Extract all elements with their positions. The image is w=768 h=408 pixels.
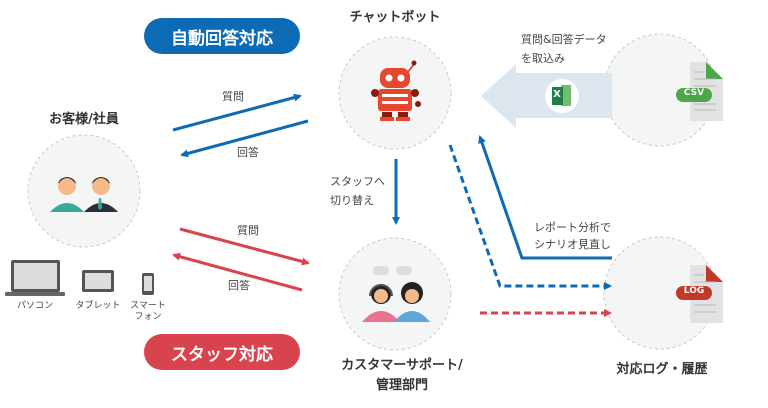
- pc-label: パソコン: [16, 301, 54, 311]
- review-arrow: [478, 135, 612, 260]
- auto-answer-label: 回答: [237, 146, 259, 159]
- staff-question-arrow: [179, 227, 310, 266]
- customers-icon: [50, 177, 118, 212]
- import-label-line2: を取込み: [521, 52, 565, 65]
- auto-response-badge: 自動回答対応: [144, 18, 300, 54]
- auto-question-arrow: [172, 93, 302, 132]
- staff-answer-label: 回答: [228, 279, 250, 292]
- staff-answer-arrow: [172, 252, 303, 292]
- support-title-line1: カスタマーサポート/: [341, 358, 463, 373]
- support-staff-icon: [362, 266, 430, 322]
- log-tag: LOG: [683, 286, 705, 296]
- tablet-label: タブレット: [75, 301, 121, 311]
- robot-icon: [371, 60, 421, 121]
- support-circle: [338, 237, 452, 351]
- staff-question-label: 質問: [237, 224, 259, 237]
- handoff-label-line1: スタッフへ: [330, 175, 385, 188]
- handoff-label-line2: 切り替え: [330, 194, 374, 207]
- customer-circle: [27, 134, 141, 248]
- tablet-icon: [82, 270, 114, 292]
- excel-letter: X: [553, 89, 561, 100]
- phone-label-line1: スマート: [130, 301, 166, 311]
- auto-answer-arrow: [180, 119, 309, 158]
- auto-question-label: 質問: [222, 90, 244, 103]
- phone-label-line2: フォン: [134, 312, 162, 322]
- log-document-icon: [676, 265, 723, 323]
- review-label-line2: シナリオ見直し: [534, 238, 611, 251]
- laptop-icon: [5, 260, 65, 296]
- review-label-line1: レポート分析で: [534, 221, 611, 234]
- import-label-line1: 質問&回答データ: [521, 33, 607, 46]
- excel-icon: [545, 79, 579, 113]
- staff-response-badge: スタッフ対応: [144, 334, 300, 370]
- support-title-line2: 管理部門: [375, 378, 429, 393]
- chatbot-title: チャットボット: [349, 10, 441, 25]
- smartphone-icon: [142, 273, 154, 295]
- csv-tag: CSV: [683, 88, 705, 98]
- bot-log-arrow: [448, 144, 612, 290]
- customer-title: お客様/社員: [49, 112, 119, 127]
- csv-document-icon: [676, 62, 723, 121]
- log-title: 対応ログ・履歴: [616, 362, 708, 377]
